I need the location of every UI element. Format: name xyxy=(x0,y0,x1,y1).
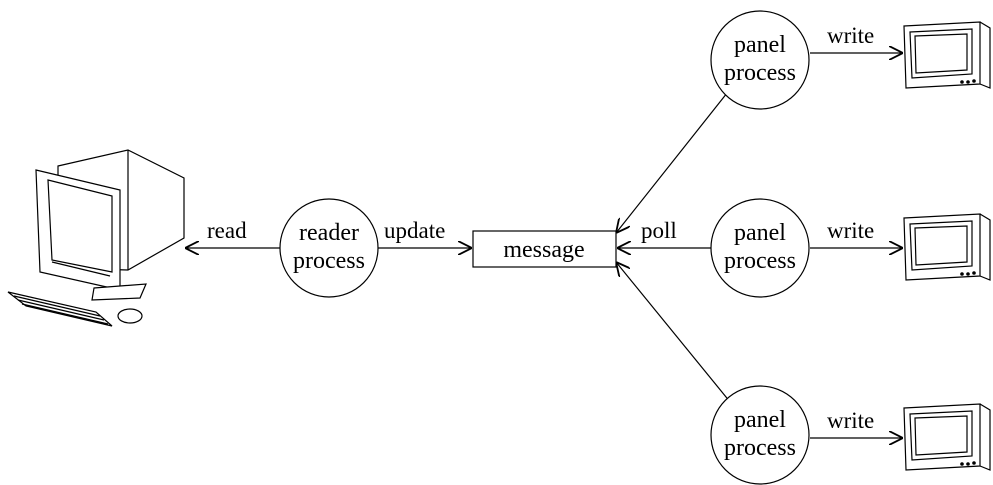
node-label-line1: panel xyxy=(734,220,786,246)
reader-process-node: reader process xyxy=(279,198,379,298)
edge-label-write-mid: write xyxy=(827,218,874,243)
display-monitor-icon xyxy=(903,213,991,281)
node-label-line1: panel xyxy=(734,32,786,58)
edge-label-poll: poll xyxy=(641,218,677,243)
node-label: message xyxy=(503,237,584,263)
edge-label-write-bottom: write xyxy=(827,408,874,433)
message-node: message xyxy=(472,230,617,268)
edge-label-write-top: write xyxy=(827,23,874,48)
edge-label-read: read xyxy=(207,218,247,243)
node-label-line2: process xyxy=(724,248,796,274)
panel-process-node-mid: panel process xyxy=(710,198,810,298)
display-monitor-icon xyxy=(903,21,991,89)
computer-terminal-icon xyxy=(7,149,185,327)
node-label-line1: reader xyxy=(299,220,359,246)
panel-process-node-top: panel process xyxy=(710,10,810,110)
node-label-line2: process xyxy=(724,435,796,461)
edge-label-update: update xyxy=(384,218,445,243)
panel-process-node-bottom: panel process xyxy=(710,385,810,485)
node-label-line2: process xyxy=(293,248,365,274)
node-label-line2: process xyxy=(724,60,796,86)
display-monitor-icon xyxy=(903,403,991,471)
node-label-line1: panel xyxy=(734,407,786,433)
